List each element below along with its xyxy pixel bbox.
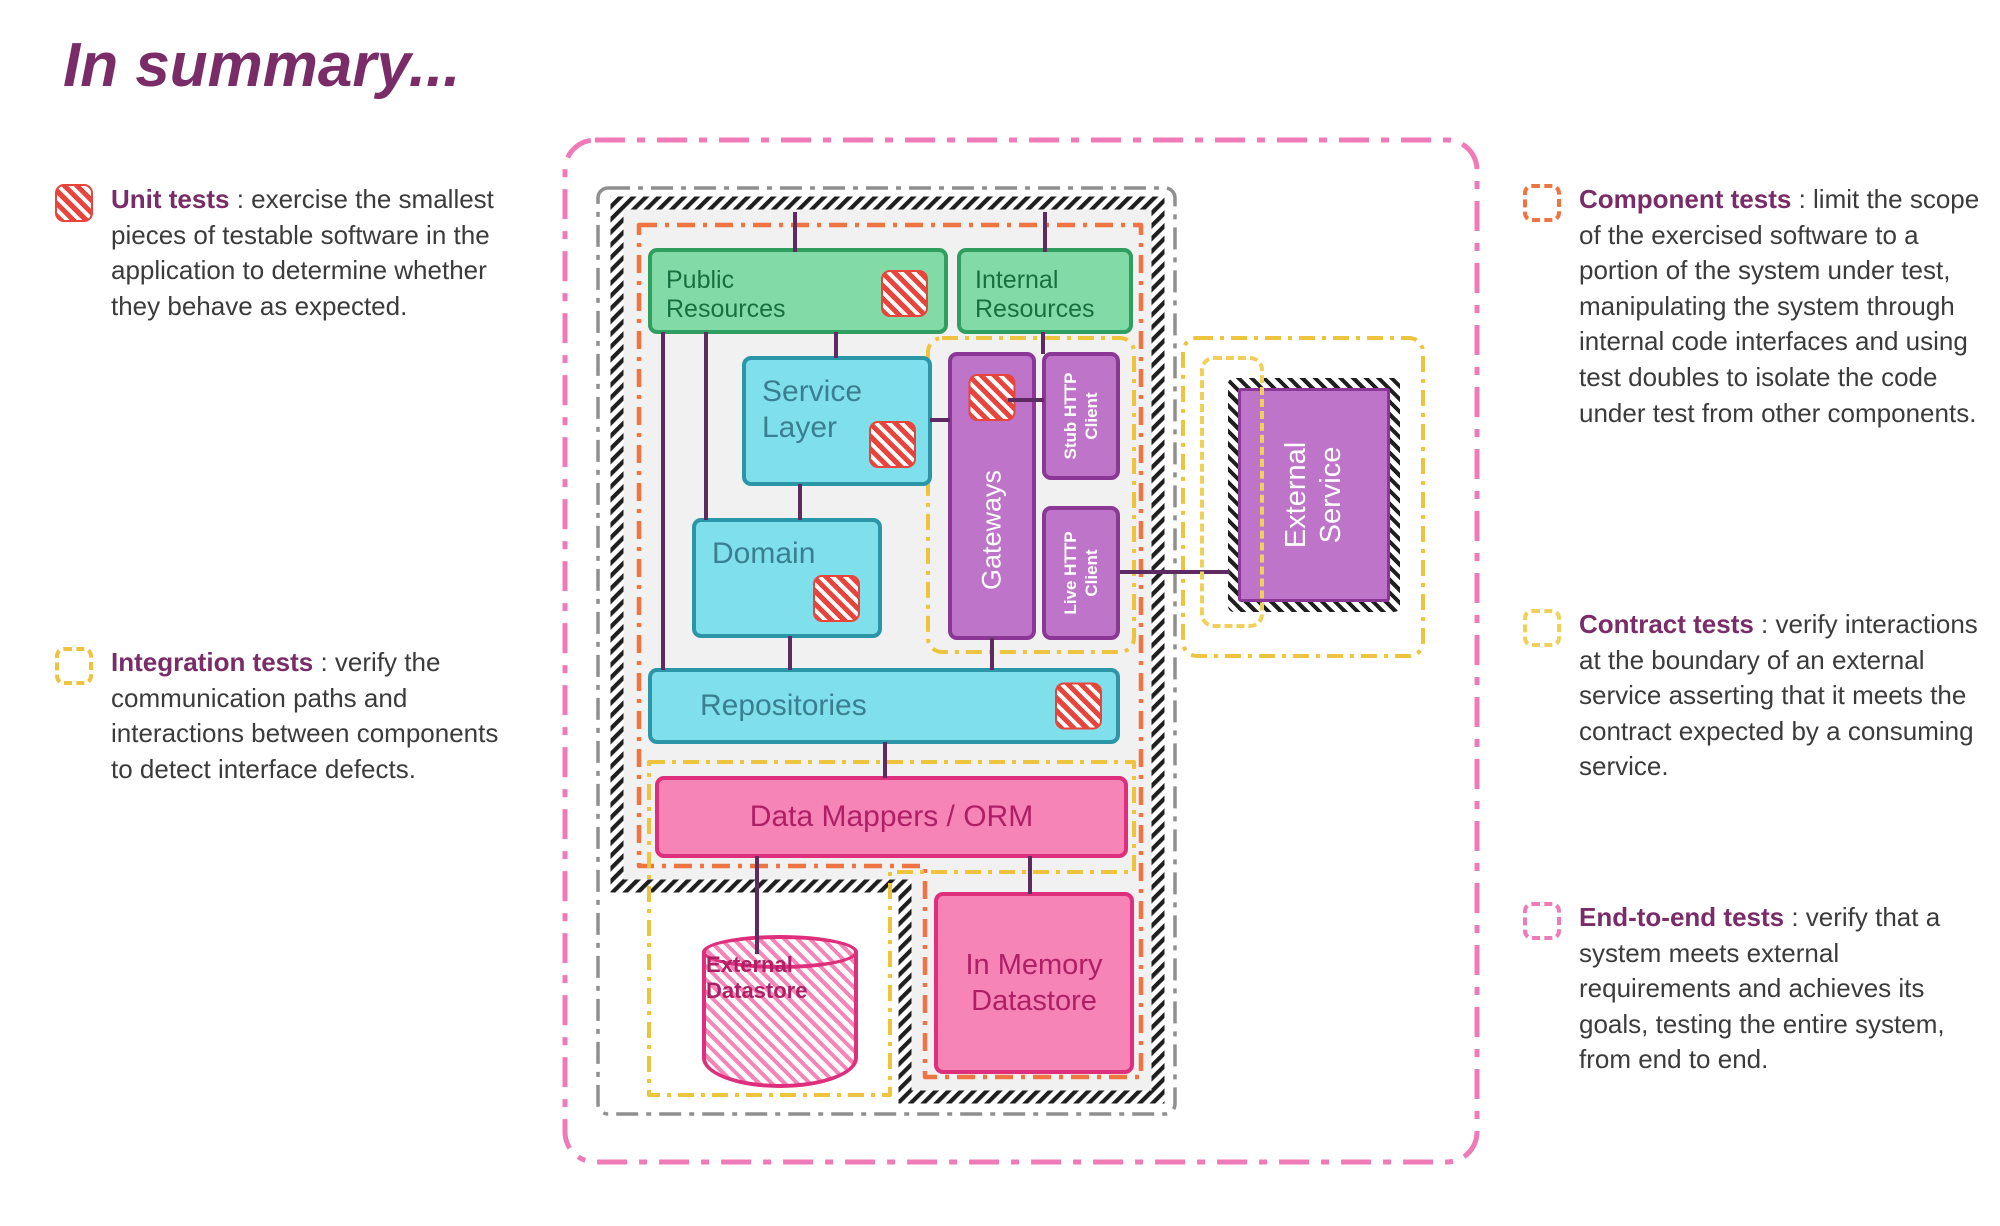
legend-text: Integration tests : verify the communica… (111, 645, 500, 787)
unit-tests-icon (55, 184, 93, 222)
node-label: Internal Resources (975, 266, 1095, 323)
node-stub-http-client: Stub HTTP Client (1042, 352, 1120, 480)
node-data-mappers-orm: Data Mappers / ORM (655, 776, 1128, 858)
node-label: In Memory Datastore (965, 948, 1103, 1017)
integration-tests-icon (55, 647, 93, 685)
component-tests-icon (1523, 184, 1561, 222)
legend-unit-tests: Unit tests : exercise the smallest piece… (55, 182, 500, 324)
legend-contract-tests: Contract tests : verify interactions at … (1523, 607, 1985, 785)
legend-text: Contract tests : verify interactions at … (1579, 607, 1985, 785)
contract-tests-icon (1523, 609, 1561, 647)
legend-component-tests: Component tests : limit the scope of the… (1523, 182, 1985, 431)
legend-desc: : limit the scope of the exercised softw… (1579, 184, 1980, 428)
unit-test-marker (1055, 682, 1102, 730)
node-public-resources: Public Resources (648, 248, 948, 334)
node-live-http-client: Live HTTP Client (1042, 506, 1120, 640)
node-gateways: Gateways (948, 352, 1036, 640)
node-repositories: Repositories (648, 668, 1120, 744)
unit-test-marker (881, 270, 928, 317)
legend-desc: : verify that a system meets external re… (1579, 902, 1945, 1075)
node-label: Public Resources (666, 266, 786, 323)
legend-desc: : verify the communication paths and int… (111, 647, 499, 784)
node-label: Gateways (976, 469, 1007, 590)
legend-text: Component tests : limit the scope of the… (1579, 182, 1985, 431)
node-label: Data Mappers / ORM (749, 800, 1034, 833)
node-label: Repositories (700, 689, 867, 722)
node-label: External Datastore (706, 952, 808, 1004)
node-internal-resources: Internal Resources (957, 248, 1133, 334)
legend-integration-tests: Integration tests : verify the communica… (55, 645, 500, 787)
legend-term: Contract tests (1579, 609, 1754, 639)
node-label: Service Layer (762, 375, 863, 444)
node-domain: Domain (692, 518, 882, 638)
node-external-datastore: External Datastore (702, 935, 858, 1088)
unit-test-marker (968, 374, 1016, 421)
node-in-memory-datastore: In Memory Datastore (934, 892, 1134, 1074)
page-title: In summary... (63, 31, 461, 100)
contract-test-boundary (1200, 356, 1264, 628)
node-label: Stub HTTP Client (1060, 372, 1101, 460)
legend-term: Unit tests (111, 184, 230, 214)
legend-end-to-end-tests: End-to-end tests : verify that a system … (1523, 900, 1985, 1078)
legend-text: End-to-end tests : verify that a system … (1579, 900, 1985, 1078)
legend-desc: : exercise the smallest pieces of testab… (111, 184, 494, 321)
node-label: Domain (712, 537, 816, 570)
legend-text: Unit tests : exercise the smallest piece… (111, 182, 500, 324)
unit-test-marker (813, 575, 860, 622)
node-label: Live HTTP Client (1060, 531, 1101, 615)
legend-term: Integration tests (111, 647, 314, 677)
node-label: External Service (1280, 441, 1347, 549)
legend-desc: : verify interactions at the boundary of… (1579, 609, 1978, 782)
node-service-layer: Service Layer (742, 356, 932, 486)
legend-term: End-to-end tests (1579, 902, 1785, 932)
unit-test-marker (869, 421, 916, 468)
legend-term: Component tests (1579, 184, 1792, 214)
end-to-end-tests-icon (1523, 902, 1561, 940)
